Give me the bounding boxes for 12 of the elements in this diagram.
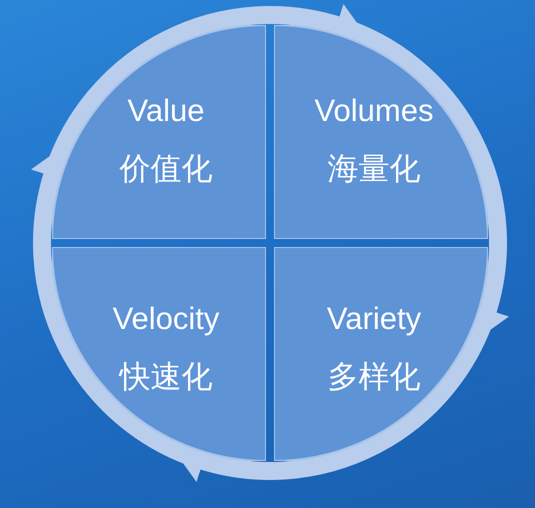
segment-label: Value [128, 94, 204, 128]
segment-label: 价值化 [120, 152, 212, 186]
segment-label: 海量化 [328, 152, 420, 186]
quadrant-segment [274, 25, 488, 239]
segment-label: 多样化 [328, 360, 420, 394]
segment-label: Volumes [314, 94, 434, 128]
segment-label: Velocity [112, 302, 220, 336]
segment-label: Variety [326, 302, 422, 336]
quadrant-segment [52, 247, 266, 461]
quadrant-segment [52, 25, 266, 239]
quadrant-segment [274, 247, 488, 461]
segment-label: 快速化 [120, 360, 212, 394]
